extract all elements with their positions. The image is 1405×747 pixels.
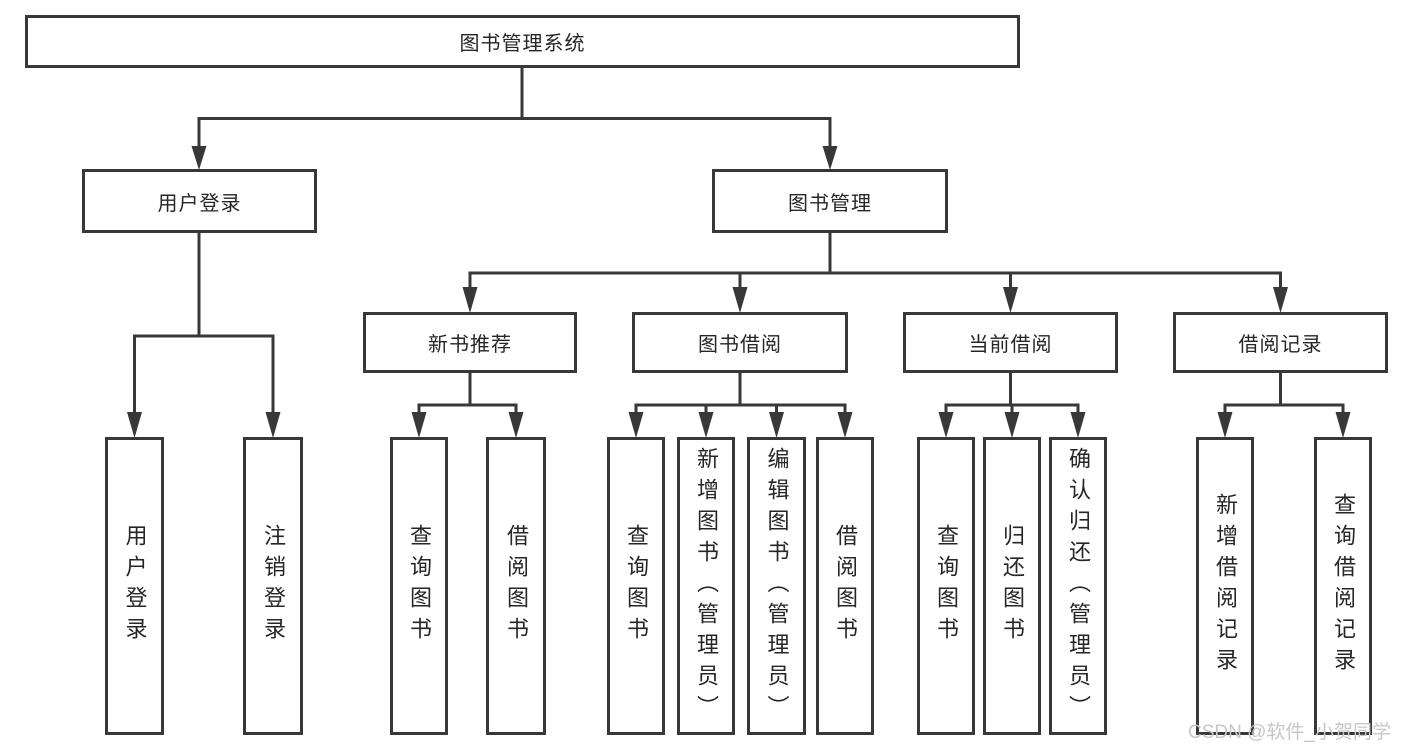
arrow-icon (1003, 287, 1018, 313)
leaf-add-book-admin: 新增图书（管理员） (677, 437, 735, 735)
arrow-icon (508, 412, 524, 438)
arrow-icon (127, 412, 142, 438)
arrow-icon (411, 412, 427, 438)
node-user-login: 用户登录 (82, 169, 317, 233)
leaf-borrow-book: 借阅图书 (816, 437, 874, 735)
arrow-icon (628, 412, 644, 438)
leaf-query-books-current: 查询图书 (917, 437, 975, 735)
arrow-icon (822, 146, 838, 170)
csdn-watermark: CSDN @软件_小贺同学 (1188, 722, 1391, 743)
leaf-add-borrow-record: 新增借阅记录 (1196, 437, 1254, 735)
node-root-library-system: 图书管理系统 (25, 15, 1020, 68)
node-borrow-records: 借阅记录 (1173, 312, 1388, 373)
leaf-user-login: 用户登录 (105, 437, 164, 735)
arrow-icon (265, 412, 281, 438)
arrow-icon (837, 412, 853, 438)
arrow-icon (1004, 412, 1020, 438)
arrow-icon (732, 287, 748, 313)
arrow-icon (938, 412, 954, 438)
leaf-query-books-borrow: 查询图书 (607, 437, 665, 735)
connector-segments (133, 68, 1345, 414)
arrow-icon (1070, 412, 1086, 438)
leaf-return-book: 归还图书 (983, 437, 1041, 735)
arrow-icon (1217, 412, 1233, 438)
leaf-logout: 注销登录 (243, 437, 303, 735)
leaf-confirm-return-admin: 确认归还（管理员） (1049, 437, 1107, 735)
arrow-icon (769, 412, 784, 438)
arrow-icon (191, 146, 207, 170)
node-current-borrow: 当前借阅 (903, 312, 1118, 373)
leaf-query-books-recommend: 查询图书 (390, 437, 448, 735)
leaf-borrow-books-recommend: 借阅图书 (486, 437, 546, 735)
leaf-edit-book-admin: 编辑图书（管理员） (747, 437, 806, 735)
arrow-icon (1273, 287, 1288, 313)
node-book-management: 图书管理 (712, 169, 948, 233)
arrowheads (127, 146, 1351, 438)
leaf-query-borrow-record: 查询借阅记录 (1314, 437, 1372, 735)
node-new-book-recommend: 新书推荐 (363, 312, 577, 373)
node-book-borrow: 图书借阅 (632, 312, 848, 373)
arrow-icon (698, 412, 714, 438)
arrow-icon (1335, 412, 1351, 438)
arrow-icon (462, 287, 478, 313)
